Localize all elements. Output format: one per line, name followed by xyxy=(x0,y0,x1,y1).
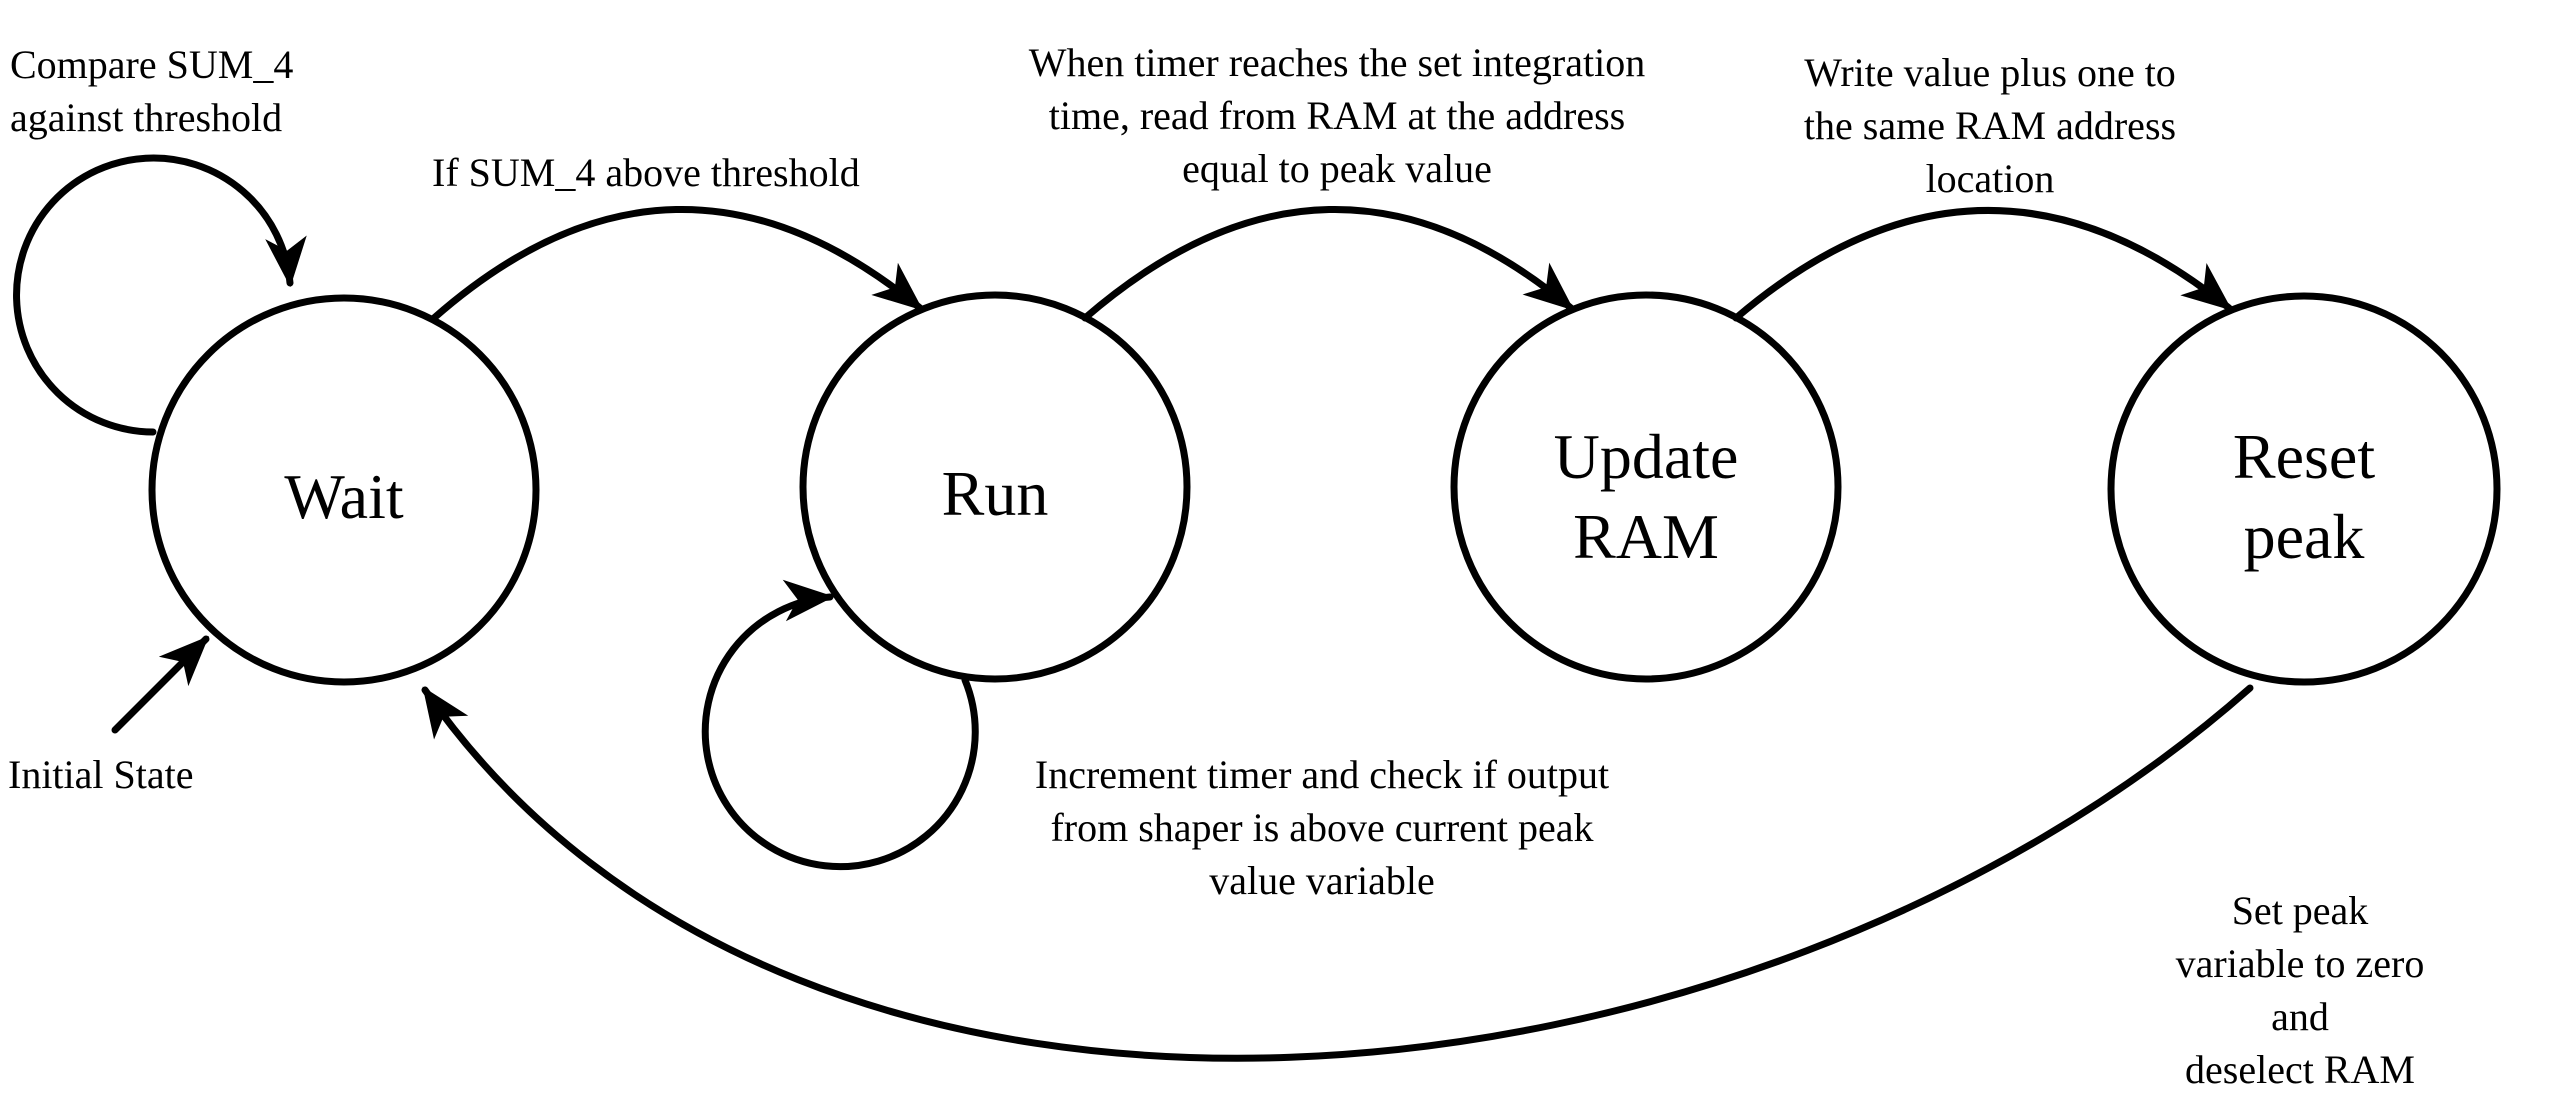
transition-update-ram-to-reset-peak-arrow xyxy=(1732,206,2233,322)
state-label-update-ram: Update RAM xyxy=(1553,421,1739,572)
state-label-wait: Wait xyxy=(284,461,404,532)
state-label-reset-peak: Reset peak xyxy=(2232,421,2376,572)
label-initial-state: Initial State xyxy=(8,752,194,797)
transition-reset-peak-to-wait-arrow xyxy=(421,684,2254,1062)
state-circle-wait xyxy=(148,294,540,686)
label-update-ram-to-reset-peak: Write value plus one to the same RAM add… xyxy=(1803,50,2177,201)
initial-state-arrow xyxy=(111,635,210,734)
state-circle-reset-peak xyxy=(2107,292,2501,686)
transition-run-to-update-ram-arrow xyxy=(1081,205,1575,322)
self-loop-run-arrow xyxy=(701,579,979,871)
state-label-run: Run xyxy=(941,458,1049,529)
transition-wait-to-run-arrow xyxy=(430,205,924,322)
state-circle-update-ram xyxy=(1450,291,1842,683)
label-wait-to-run: If SUM_4 above threshold xyxy=(432,150,860,195)
self-loop-wait-arrow xyxy=(13,154,307,436)
state-circle-run xyxy=(799,291,1191,683)
label-wait-self-loop: Compare SUM_4 against threshold xyxy=(10,42,294,140)
label-reset-peak-to-wait: Set peak variable to zero and deselect R… xyxy=(2175,888,2425,1092)
label-run-to-update-ram: When timer reaches the set integration t… xyxy=(1028,40,1646,191)
label-run-self-loop: Increment timer and check if output from… xyxy=(1034,752,1610,903)
